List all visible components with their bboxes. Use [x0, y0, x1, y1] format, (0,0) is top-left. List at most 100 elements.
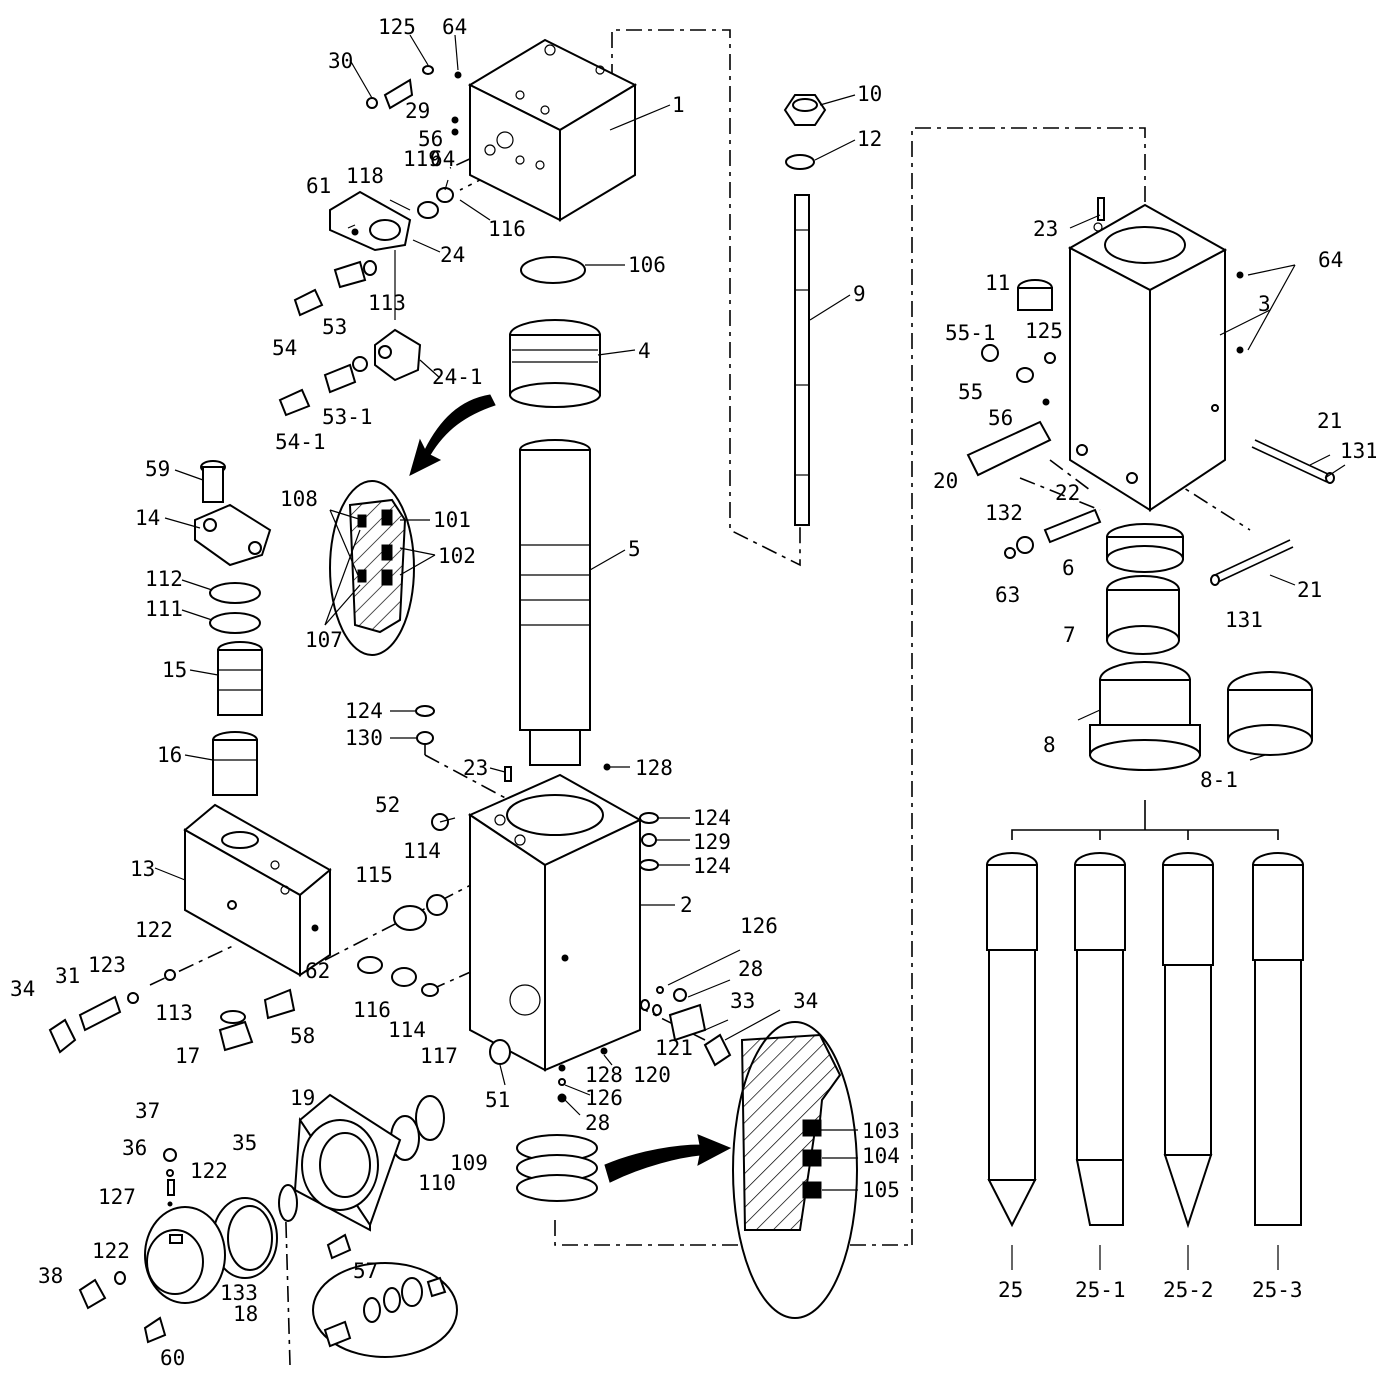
label-62: 62 — [305, 959, 330, 983]
label-122: 122 — [92, 1239, 130, 1263]
part-20-key — [966, 420, 1052, 477]
part-number-labels: 30 125 64 29 56 64 1 61 118 119 116 24 5… — [10, 15, 1376, 1370]
label-23: 23 — [463, 756, 488, 780]
part-6-bushing — [1106, 523, 1184, 573]
part-52-51-23-plugs — [431, 763, 611, 1065]
label-34: 34 — [10, 977, 35, 1001]
label-113: 113 — [155, 1001, 193, 1025]
label-132: 132 — [985, 501, 1023, 525]
label-120: 120 — [633, 1063, 671, 1087]
label-131: 131 — [1340, 439, 1376, 463]
label-23: 23 — [1033, 217, 1058, 241]
label-60: 60 — [160, 1346, 185, 1369]
label-131: 131 — [1225, 608, 1263, 632]
label-7: 7 — [1063, 623, 1076, 647]
label-123: 123 — [88, 953, 126, 977]
label-8-1: 8-1 — [1200, 768, 1238, 792]
chisel-25-2 — [1162, 852, 1214, 1229]
label-118: 118 — [346, 164, 384, 188]
label-61: 61 — [306, 174, 331, 198]
label-34: 34 — [793, 989, 818, 1013]
part-33-34-right-fittings — [640, 986, 732, 1067]
label-128: 128 — [635, 756, 673, 780]
label-17: 17 — [175, 1044, 200, 1068]
label-55-1: 55-1 — [945, 321, 996, 345]
label-8: 8 — [1043, 733, 1056, 757]
part-36-37-127-plugs — [163, 1148, 177, 1207]
part-4-cylinder-cap — [509, 319, 601, 408]
label-2: 2 — [680, 893, 693, 917]
label-104: 104 — [862, 1144, 900, 1168]
label-124: 124 — [693, 806, 731, 830]
label-24-1: 24-1 — [432, 365, 483, 389]
label-25: 25 — [998, 1278, 1023, 1302]
label-121: 121 — [655, 1036, 693, 1060]
label-3: 3 — [1258, 292, 1271, 316]
label-64: 64 — [430, 147, 455, 171]
part-17-113-58 — [218, 924, 319, 1052]
label-15: 15 — [162, 658, 187, 682]
valve-disassembly-inset — [312, 1262, 458, 1358]
label-5: 5 — [628, 537, 641, 561]
chisel-25 — [986, 852, 1038, 1228]
label-4: 4 — [638, 339, 651, 363]
part-14-flange — [194, 503, 272, 567]
label-110: 110 — [418, 1171, 456, 1195]
label-11: 11 — [985, 271, 1010, 295]
leader-lines — [154, 34, 1346, 1270]
label-113: 113 — [368, 291, 406, 315]
label-56: 56 — [988, 406, 1013, 430]
part-24-1-cover — [374, 328, 422, 382]
part-7-bushing — [1106, 575, 1180, 655]
label-6: 6 — [1062, 556, 1075, 580]
part-114-115-116-117-rings — [357, 894, 448, 997]
label-59: 59 — [145, 457, 170, 481]
label-63: 63 — [995, 583, 1020, 607]
label-33: 33 — [730, 989, 755, 1013]
part-21-pins — [1210, 439, 1335, 586]
label-54: 54 — [272, 336, 297, 360]
seal-detail-lower — [732, 1021, 858, 1319]
part-109-110-rings — [390, 1095, 445, 1161]
label-115: 115 — [355, 863, 393, 887]
label-126: 126 — [585, 1086, 623, 1110]
label-122: 122 — [190, 1159, 228, 1183]
label-21: 21 — [1317, 409, 1342, 433]
part-31-34-fittings-left — [48, 969, 176, 1054]
part-29-30-plug — [366, 65, 462, 136]
chisel-group — [1011, 800, 1279, 840]
label-52: 52 — [375, 793, 400, 817]
label-30: 30 — [328, 49, 353, 73]
part-16-sleeve — [212, 731, 258, 796]
label-1: 1 — [672, 93, 685, 117]
label-122: 122 — [135, 918, 173, 942]
label-14: 14 — [135, 506, 160, 530]
part-2-cylinder-body — [467, 773, 643, 1072]
label-13: 13 — [130, 857, 155, 881]
label-38: 38 — [38, 1264, 63, 1288]
label-22: 22 — [1055, 481, 1080, 505]
label-25-3: 25-3 — [1252, 1278, 1303, 1302]
label-12: 12 — [857, 127, 882, 151]
part-59-bolt — [200, 460, 226, 503]
label-106: 106 — [628, 253, 666, 277]
part-24-cover — [329, 187, 454, 252]
label-116: 116 — [488, 217, 526, 241]
label-124: 124 — [693, 854, 731, 878]
label-24: 24 — [440, 243, 465, 267]
label-109: 109 — [450, 1151, 488, 1175]
part-8-front-bushing — [1089, 661, 1201, 771]
direction-arrow-upper — [409, 394, 496, 476]
part-126-128-28-bottom — [557, 1064, 567, 1103]
label-117: 117 — [420, 1044, 458, 1068]
label-64: 64 — [1318, 248, 1343, 272]
part-1-front-head — [467, 38, 638, 222]
label-18: 18 — [233, 1302, 258, 1326]
label-16: 16 — [157, 743, 182, 767]
label-28: 28 — [585, 1111, 610, 1135]
label-51: 51 — [485, 1088, 510, 1112]
label-19: 19 — [290, 1086, 315, 1110]
label-101: 101 — [433, 508, 471, 532]
